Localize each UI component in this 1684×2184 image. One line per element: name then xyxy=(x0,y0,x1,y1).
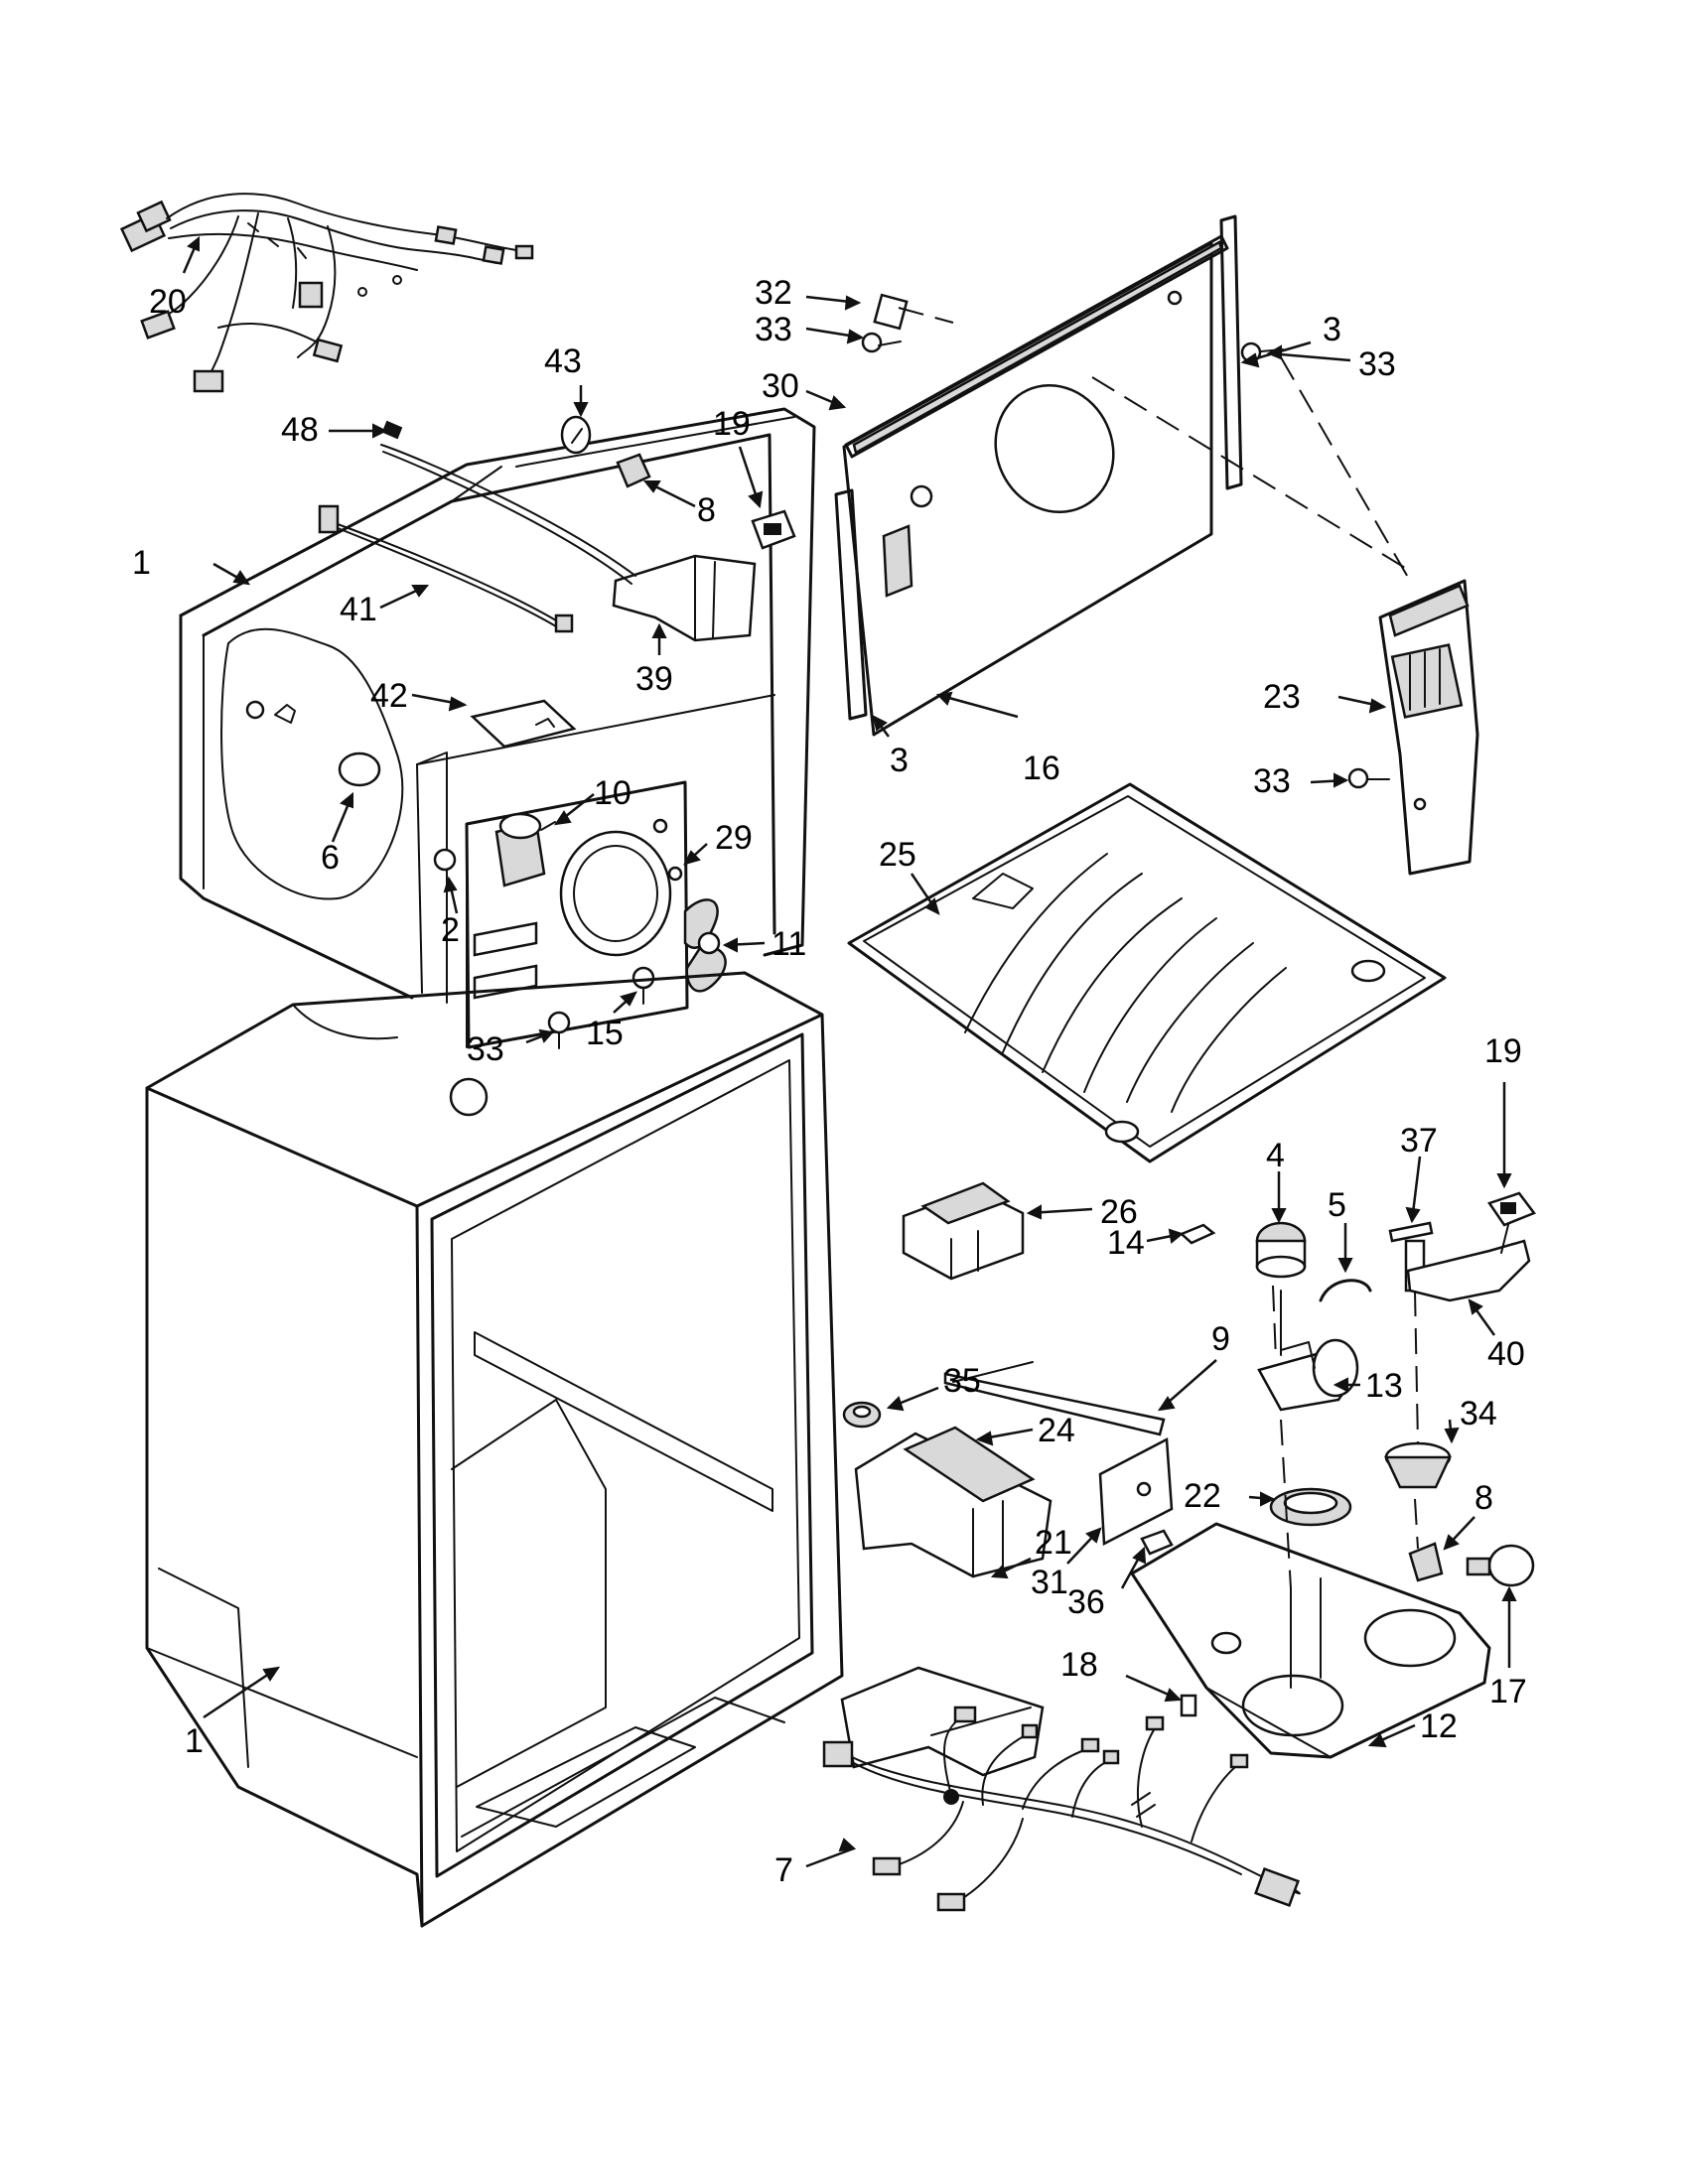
part-air-duct xyxy=(612,554,757,642)
callout-23: 23 xyxy=(1263,678,1301,716)
part-gasket-right xyxy=(1219,214,1243,490)
part-socket-lower xyxy=(1408,1542,1444,1582)
part-ring-22 xyxy=(1269,1487,1352,1527)
callout-3-right: 3 xyxy=(1323,311,1341,348)
callout-39: 39 xyxy=(635,660,673,698)
part-damper-motor xyxy=(494,812,556,887)
part-screw-33-top xyxy=(861,332,902,353)
callout-33-top: 33 xyxy=(755,311,792,348)
part-actuator-40 xyxy=(1406,1212,1531,1302)
callout-21: 21 xyxy=(1035,1524,1072,1562)
callout-29: 29 xyxy=(715,819,753,857)
part-dispenser-cover xyxy=(1378,579,1479,876)
callout-37: 37 xyxy=(1400,1122,1438,1160)
callout-15: 15 xyxy=(586,1015,624,1052)
callout-3-left: 3 xyxy=(890,742,909,779)
part-motor-4 xyxy=(1255,1221,1307,1279)
callout-17: 17 xyxy=(1489,1673,1527,1710)
callout-33-lower-left: 33 xyxy=(467,1030,504,1068)
callout-8-lower: 8 xyxy=(1474,1479,1493,1517)
part-screw-33-mid-right xyxy=(1347,767,1390,789)
callout-22: 22 xyxy=(1184,1477,1221,1515)
callout-48: 48 xyxy=(281,411,319,449)
callout-14: 14 xyxy=(1107,1224,1145,1262)
callout-1-upper: 1 xyxy=(132,544,151,582)
part-arm-9 xyxy=(943,1361,1166,1436)
callout-19-upper: 19 xyxy=(713,405,751,443)
part-cup-34 xyxy=(1384,1441,1452,1489)
part-refrigerator-cabinet xyxy=(145,971,844,1928)
callout-41: 41 xyxy=(340,591,377,628)
callout-leaders xyxy=(182,235,1517,1868)
part-shroud-21 xyxy=(840,1666,1045,1777)
part-housing-24 xyxy=(854,1426,1052,1578)
part-light-bulb-lower xyxy=(1466,1544,1535,1587)
callout-8-upper: 8 xyxy=(697,491,716,529)
callout-11: 11 xyxy=(772,925,806,963)
part-housing-12 xyxy=(1130,1522,1491,1759)
part-ring-5 xyxy=(1319,1279,1372,1302)
part-top-channel xyxy=(844,234,1229,459)
callout-32: 32 xyxy=(755,274,792,312)
part-fan xyxy=(683,898,727,993)
callout-12: 12 xyxy=(1420,1707,1458,1745)
part-screws-15 xyxy=(632,966,655,1005)
callout-24: 24 xyxy=(1038,1412,1075,1449)
callout-33-mid-right: 33 xyxy=(1253,762,1291,800)
part-wire-harness-lower xyxy=(822,1706,1301,1912)
part-fan-bracket xyxy=(465,780,689,1049)
callout-18: 18 xyxy=(1060,1646,1098,1684)
callout-36: 36 xyxy=(1067,1583,1105,1621)
part-freezer-liner xyxy=(179,407,816,1004)
callout-33-right: 33 xyxy=(1358,345,1396,383)
part-pad-36 xyxy=(1140,1529,1174,1556)
callout-25: 25 xyxy=(879,836,916,874)
callout-9: 9 xyxy=(1211,1320,1230,1358)
callout-20: 20 xyxy=(149,283,187,321)
part-thermistor-wire xyxy=(318,504,574,633)
part-wire-clip xyxy=(380,420,636,585)
callout-43: 43 xyxy=(544,342,582,380)
part-cap-18 xyxy=(1180,1694,1197,1717)
part-gasket-left xyxy=(834,488,868,721)
callout-16: 16 xyxy=(1023,750,1060,787)
callout-30: 30 xyxy=(762,367,799,405)
part-housing-26 xyxy=(902,1181,1025,1281)
callout-31: 31 xyxy=(1031,1564,1068,1601)
callout-26: 26 xyxy=(1100,1193,1138,1231)
part-clip-14 xyxy=(1179,1223,1216,1245)
part-switch-upper xyxy=(751,509,796,550)
part-cap-32 xyxy=(873,293,909,331)
part-floor-tray xyxy=(847,782,1447,1163)
callout-19-lower: 19 xyxy=(1484,1032,1522,1070)
part-plate-31 xyxy=(1098,1437,1174,1546)
callout-4: 4 xyxy=(1266,1137,1285,1174)
callout-7: 7 xyxy=(774,1851,793,1889)
callout-40: 40 xyxy=(1487,1335,1525,1373)
callout-2: 2 xyxy=(441,911,460,949)
callout-1-lower: 1 xyxy=(185,1722,204,1760)
part-switch-lower xyxy=(1487,1191,1536,1227)
part-light-bulb-upper xyxy=(560,415,651,488)
assembly-guides xyxy=(898,307,1419,1589)
callout-34: 34 xyxy=(1460,1395,1497,1433)
part-screw-33-lower-left xyxy=(547,1011,571,1049)
callout-5: 5 xyxy=(1328,1186,1346,1224)
callout-42: 42 xyxy=(370,677,408,715)
part-bracket xyxy=(470,699,577,749)
part-bushing-35 xyxy=(842,1401,882,1429)
callout-35: 35 xyxy=(943,1362,981,1400)
callout-13: 13 xyxy=(1365,1367,1403,1405)
callout-labels: 1 1 2 3 3 4 5 6 7 8 8 9 10 11 12 13 14 1… xyxy=(132,274,1527,1889)
callout-10: 10 xyxy=(594,774,632,812)
part-wire-harness-upper xyxy=(119,193,534,393)
callout-6: 6 xyxy=(321,839,340,877)
